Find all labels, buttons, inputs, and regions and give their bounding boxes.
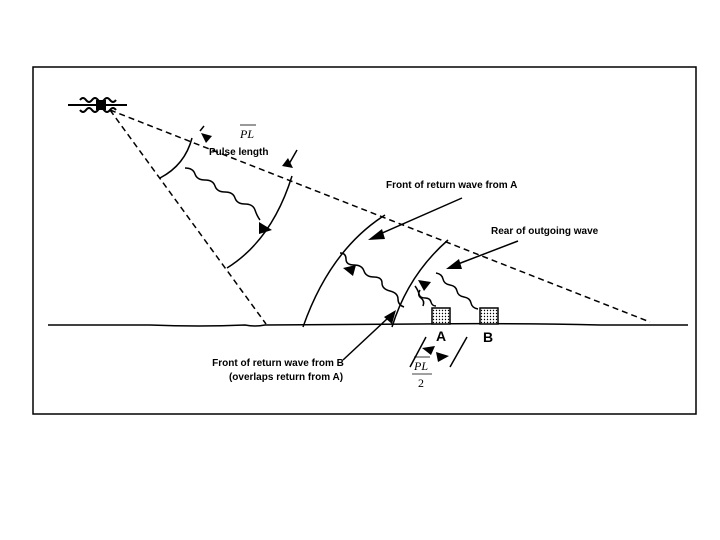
leader-front-b-arrowhead-icon [384,310,396,324]
half-pl-tick-left [409,336,427,368]
front-return-b-label-line2: (overlaps return from A) [229,372,343,383]
target-a-label: A [436,328,446,344]
return-wavy-a-arrowhead-icon [343,265,356,276]
pulse-tick-right [288,149,298,165]
return-front-b [391,239,449,328]
outgoing-wavy [417,289,425,307]
pulse-front-upper [159,137,193,179]
leader-front-b [342,317,389,361]
return-wavy-b-arrowhead-icon [418,280,431,291]
pulse-wavy-arrow [184,167,261,221]
leader-rear-outgoing [457,240,519,265]
return-wavy-a [339,252,405,308]
pulse-length-symbol: PL [239,127,254,141]
half-pl-denominator: 2 [418,376,424,390]
satellite-icon [68,97,127,113]
half-pl-numerator: PL [413,359,428,373]
pulse-front-lower [226,175,293,269]
half-pl-arrow-left-icon [422,346,435,355]
target-b-icon [479,307,499,325]
ground-line [48,322,688,327]
leader-front-a [379,197,463,235]
beam-edge-far [109,109,651,323]
pulse-wavy-arrowhead-icon [259,222,272,234]
pulse-tick-left [199,125,205,132]
return-wavy-b [435,272,479,310]
return-front-a [302,214,386,328]
pulse-arrow-right-icon [282,158,293,168]
pulse-length-label: Pulse length [209,147,268,158]
diagram-frame [32,66,697,415]
front-return-b-label-line1: Front of return wave from B [212,358,344,369]
half-pl-tick-right [449,336,468,368]
half-pl-arrow-right-icon [436,352,449,362]
beam-edge-near [109,109,267,325]
leader-front-a-arrowhead-icon [368,229,385,240]
rear-outgoing-label: Rear of outgoing wave [491,226,599,237]
target-b-label: B [483,329,493,345]
leader-rear-outgoing-arrowhead-icon [446,259,462,269]
return-wavy-a-short [414,285,437,307]
front-return-a-label: Front of return wave from A [386,180,517,191]
pulse-arrow-left-icon [201,133,212,143]
target-a-icon [431,307,451,325]
